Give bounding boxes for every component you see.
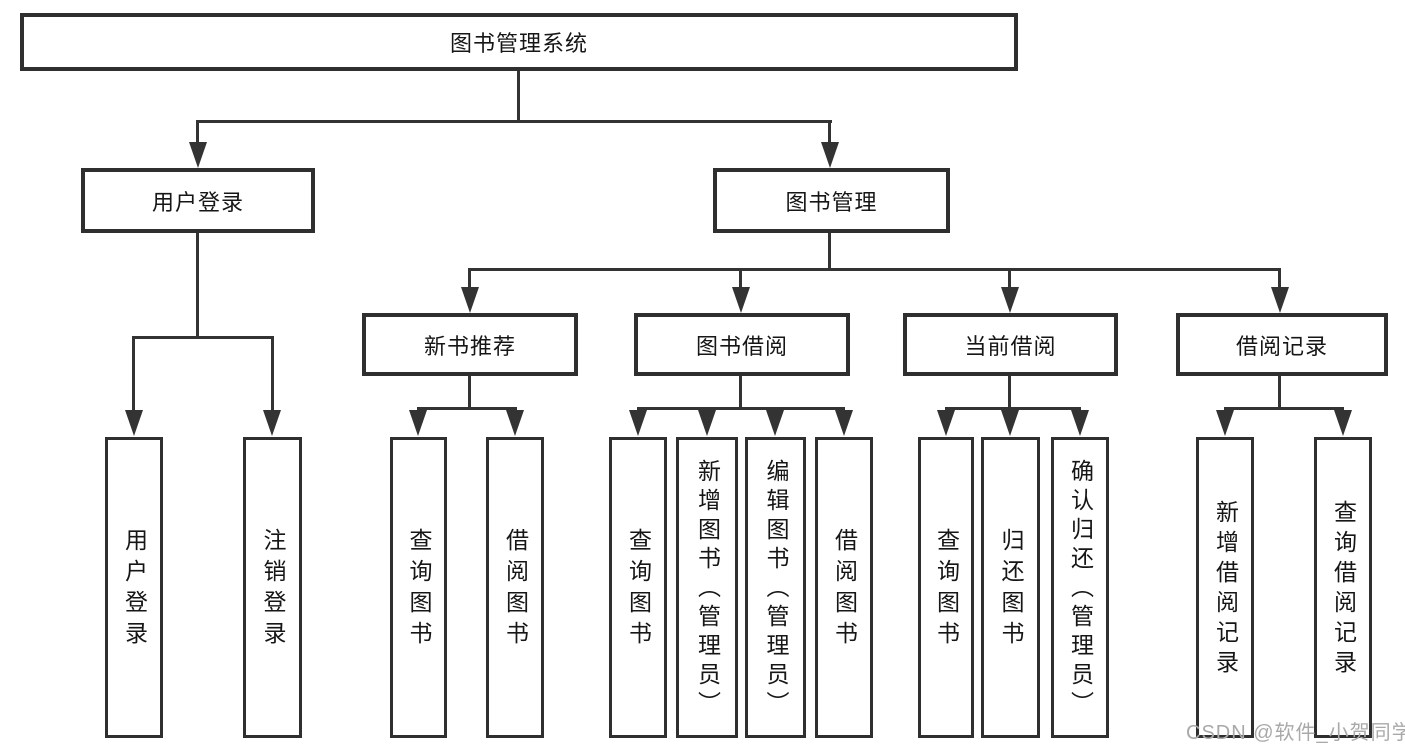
leaf-query-books-recommend: 查询图书 [390, 437, 447, 738]
node-user-login: 用户登录 [81, 168, 315, 233]
leaf-return-book: 归还图书 [981, 437, 1040, 738]
leaf-add-book-admin: 新增图书（管理员） [676, 437, 738, 738]
connector-line [1224, 407, 1344, 410]
connector-line [1278, 374, 1281, 410]
connector-line [739, 374, 742, 410]
node-borrowing-records: 借阅记录 [1176, 313, 1388, 376]
node-current-borrowing: 当前借阅 [903, 313, 1118, 376]
connector-line [468, 268, 471, 292]
node-book-borrowing: 图书借阅 [634, 313, 850, 376]
arrow-down-icon [835, 410, 853, 436]
arrow-down-icon [1001, 410, 1019, 436]
arrow-down-icon [1071, 410, 1089, 436]
connector-line [828, 120, 831, 146]
connector-line [132, 336, 135, 412]
node-library-management-system: 图书管理系统 [20, 13, 1018, 71]
connector-line [517, 69, 520, 123]
connector-line [271, 336, 274, 412]
connector-line [468, 268, 1281, 271]
leaf-user-login: 用户登录 [105, 437, 163, 738]
arrow-down-icon [125, 410, 143, 436]
arrow-down-icon [698, 410, 716, 436]
leaf-borrow-books-recommend: 借阅图书 [486, 437, 544, 738]
arrow-down-icon [732, 287, 750, 313]
connector-line [1278, 268, 1281, 292]
connector-line [828, 231, 831, 271]
leaf-logout: 注销登录 [243, 437, 302, 738]
connector-line [739, 268, 742, 292]
leaf-query-books-borrowing: 查询图书 [609, 437, 667, 738]
connector-line [1008, 268, 1011, 292]
watermark: CSDN @软件_小贺同学 [1186, 722, 1405, 744]
arrow-down-icon [937, 410, 955, 436]
arrow-down-icon [629, 410, 647, 436]
node-new-book-recommendation: 新书推荐 [362, 313, 578, 376]
leaf-query-books-current: 查询图书 [918, 437, 974, 738]
connector-line [417, 407, 517, 410]
arrow-down-icon [409, 410, 427, 436]
leaf-query-borrow-record: 查询借阅记录 [1314, 437, 1372, 738]
leaf-confirm-return-admin: 确认归还（管理员） [1051, 437, 1109, 738]
connector-line [132, 336, 274, 339]
arrow-down-icon [1216, 410, 1234, 436]
node-book-management: 图书管理 [713, 168, 950, 233]
connector-line [196, 231, 199, 339]
arrow-down-icon [1001, 287, 1019, 313]
connector-line [196, 120, 199, 146]
leaf-borrow-books-borrowing: 借阅图书 [815, 437, 873, 738]
leaf-edit-book-admin: 编辑图书（管理员） [745, 437, 806, 738]
arrow-down-icon [461, 287, 479, 313]
connector-line [196, 120, 832, 123]
arrow-down-icon [821, 142, 839, 168]
connector-line [1008, 374, 1011, 410]
connector-line [945, 407, 1081, 410]
arrow-down-icon [1271, 287, 1289, 313]
connector-line [468, 374, 471, 410]
arrow-down-icon [263, 410, 281, 436]
arrow-down-icon [189, 142, 207, 168]
connector-line [637, 407, 845, 410]
arrow-down-icon [1334, 410, 1352, 436]
arrow-down-icon [766, 410, 784, 436]
leaf-add-borrow-record: 新增借阅记录 [1196, 437, 1254, 738]
arrow-down-icon [506, 410, 524, 436]
